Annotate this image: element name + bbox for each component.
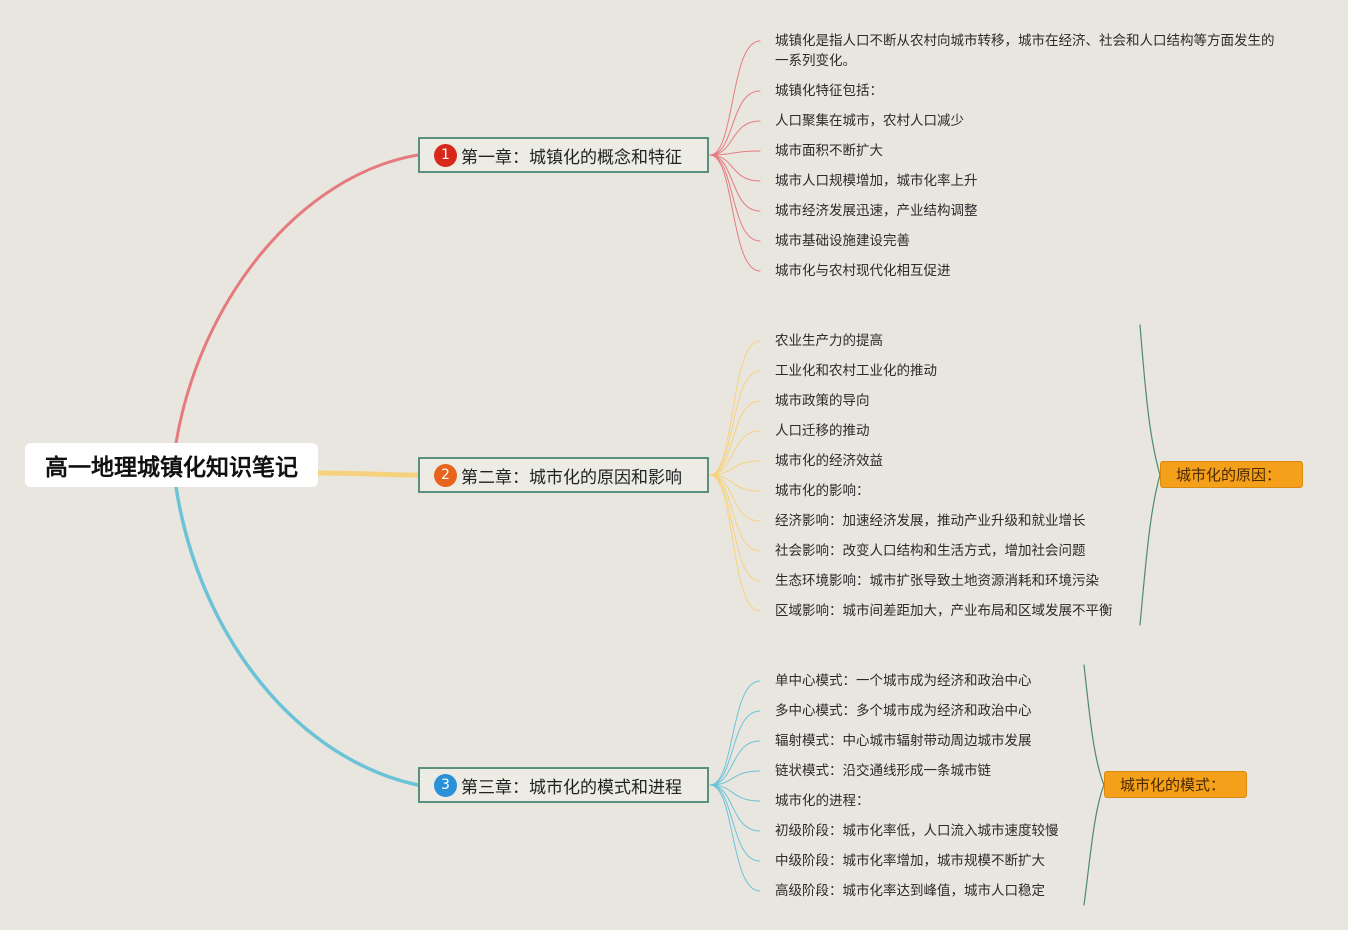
- chapter-3-bracket: [1083, 664, 1105, 906]
- chapter-1-item-2[interactable]: 城镇化特征包括：: [775, 83, 883, 99]
- chapter-3-item-7[interactable]: 中级阶段：城市化率增加，城市规模不断扩大: [775, 853, 1045, 869]
- chapter-3-item-8[interactable]: 高级阶段：城市化率达到峰值，城市人口稳定: [775, 883, 1045, 899]
- chapter-1-item-1[interactable]: 城镇化是指人口不断从农村向城市转移，城市在经济、社会和人口结构等方面发生的一系列…: [775, 33, 1275, 69]
- chapter-3-item-4[interactable]: 链状模式：沿交通线形成一条城市链: [775, 763, 991, 779]
- badge-3-icon: 3: [434, 773, 457, 797]
- chapter-2-item-7[interactable]: 经济影响：加速经济发展，推动产业升级和就业增长: [775, 513, 1086, 529]
- chapter-1-topic[interactable]: 1 第一章：城镇化的概念和特征: [418, 137, 709, 173]
- chapter-1-leaf-5-connector: [709, 154, 761, 182]
- chapter-2-leaf-4-connector: [709, 430, 761, 476]
- chapter-3-item-1[interactable]: 单中心模式：一个城市成为经济和政治中心: [775, 673, 1032, 689]
- chapter-3-item-5[interactable]: 城市化的进程：: [775, 793, 870, 809]
- chapter-1-title: 第一章：城镇化的概念和特征: [461, 147, 682, 168]
- chapter-1-leaf-6-connector: [709, 154, 761, 212]
- chapter-2-topic[interactable]: 2 第二章：城市化的原因和影响: [418, 457, 709, 493]
- chapter-1-leaf-2-connector: [709, 90, 761, 156]
- chapter-3-leaf-1-connector: [709, 680, 761, 786]
- chapter-1-leaf-1-connector: [709, 40, 761, 156]
- chapter-3-leaf-8-connector: [709, 784, 761, 892]
- chapter-1-item-7[interactable]: 城市基础设施建设完善: [775, 233, 910, 249]
- chapter-3-leaf-7-connector: [709, 784, 761, 862]
- chapter-2-item-9[interactable]: 生态环境影响：城市扩张导致土地资源消耗和环境污染: [775, 573, 1099, 589]
- chapter-2-item-10[interactable]: 区域影响：城市间差距加大，产业布局和区域发展不平衡: [775, 603, 1113, 619]
- chapter-3-summary[interactable]: 城市化的模式：: [1104, 771, 1247, 798]
- chapter-1-leaf-3-connector: [709, 120, 761, 156]
- chapter-2-item-2[interactable]: 工业化和农村工业化的推动: [775, 363, 937, 379]
- chapter-2-leaf-8-connector: [709, 474, 761, 552]
- chapter-2-bracket: [1139, 324, 1161, 626]
- chapter-3-topic[interactable]: 3 第三章：城市化的模式和进程: [418, 767, 709, 803]
- branch-2-connector: [315, 470, 421, 478]
- chapter-2-leaf-10-connector: [709, 474, 761, 612]
- chapter-2-leaf-3-connector: [709, 400, 761, 476]
- chapter-2-item-3[interactable]: 城市政策的导向: [775, 393, 870, 409]
- root-title: 高一地理城镇化知识笔记: [45, 455, 298, 481]
- chapter-1-item-6[interactable]: 城市经济发展迅速，产业结构调整: [775, 203, 978, 219]
- chapter-3-item-2[interactable]: 多中心模式：多个城市成为经济和政治中心: [775, 703, 1032, 719]
- root-topic[interactable]: 高一地理城镇化知识笔记: [25, 443, 318, 487]
- chapter-2-leaf-2-connector: [709, 370, 761, 476]
- chapter-2-title: 第二章：城市化的原因和影响: [461, 467, 682, 488]
- chapter-2-item-5[interactable]: 城市化的经济效益: [775, 453, 883, 469]
- branch-1-connector: [174, 153, 420, 445]
- chapter-2-summary-label: 城市化的原因：: [1176, 466, 1282, 484]
- chapter-3-title: 第三章：城市化的模式和进程: [461, 777, 682, 798]
- chapter-2-leaf-5-connector: [709, 460, 761, 476]
- chapter-2-leaf-1-connector: [709, 340, 761, 476]
- chapter-3-leaf-5-connector: [709, 784, 761, 802]
- badge-1-icon: 1: [434, 143, 457, 167]
- chapter-3-item-6[interactable]: 初级阶段：城市化率低，人口流入城市速度较慢: [775, 823, 1059, 839]
- branch-3-connector: [174, 485, 420, 787]
- chapter-2-leaf-6-connector: [709, 474, 761, 492]
- chapter-2-leaf-7-connector: [709, 474, 761, 522]
- chapter-1-item-3[interactable]: 人口聚集在城市，农村人口减少: [775, 113, 964, 129]
- chapter-1-leaf-8-connector: [709, 154, 761, 272]
- chapter-3-leaf-6-connector: [709, 784, 761, 832]
- chapter-1-item-4[interactable]: 城市面积不断扩大: [775, 143, 883, 159]
- chapter-3-item-3[interactable]: 辐射模式：中心城市辐射带动周边城市发展: [775, 733, 1032, 749]
- chapter-2-item-1[interactable]: 农业生产力的提高: [775, 333, 883, 349]
- chapter-1-leaf-7-connector: [709, 154, 761, 242]
- badge-2-icon: 2: [434, 463, 457, 487]
- chapter-1-item-8[interactable]: 城市化与农村现代化相互促进: [775, 263, 951, 279]
- chapter-3-leaf-4-connector: [709, 770, 761, 786]
- chapter-2-item-6[interactable]: 城市化的影响：: [775, 483, 870, 499]
- chapter-2-summary[interactable]: 城市化的原因：: [1160, 461, 1303, 488]
- chapter-2-item-8[interactable]: 社会影响：改变人口结构和生活方式，增加社会问题: [775, 543, 1086, 559]
- chapter-3-leaf-2-connector: [709, 710, 761, 786]
- chapter-2-item-4[interactable]: 人口迁移的推动: [775, 423, 870, 439]
- chapter-1-leaf-4-connector: [709, 150, 761, 156]
- chapter-1-item-5[interactable]: 城市人口规模增加，城市化率上升: [775, 173, 978, 189]
- chapter-3-summary-label: 城市化的模式：: [1120, 776, 1226, 794]
- chapter-3-leaf-3-connector: [709, 740, 761, 786]
